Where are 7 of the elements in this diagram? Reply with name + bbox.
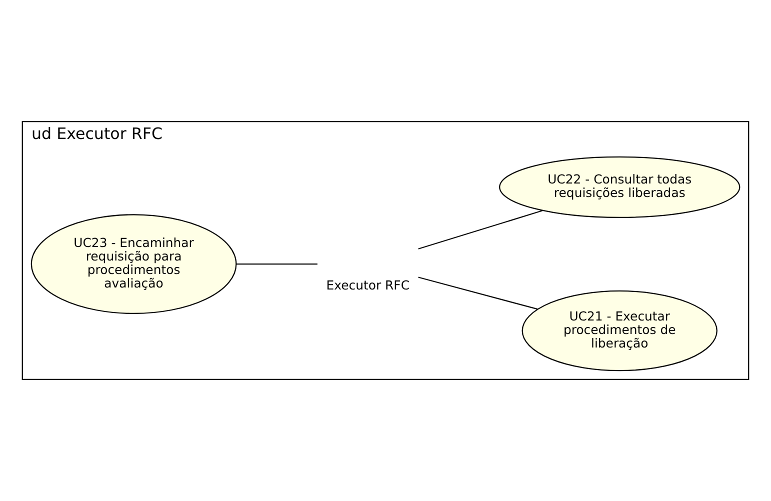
node-ellipse: UC21 - Executar procedimentos de liberação (522, 290, 718, 372)
node-ellipse: UC23 - Encaminhar requisição para procedimentos avaliação (30, 214, 237, 314)
node-text: Executor RFC (326, 277, 410, 292)
connector (418, 276, 538, 310)
connector (418, 210, 543, 250)
connector (236, 264, 318, 265)
node-ellipse: UC22 - Consultar todas requisições liberadas (499, 156, 740, 218)
